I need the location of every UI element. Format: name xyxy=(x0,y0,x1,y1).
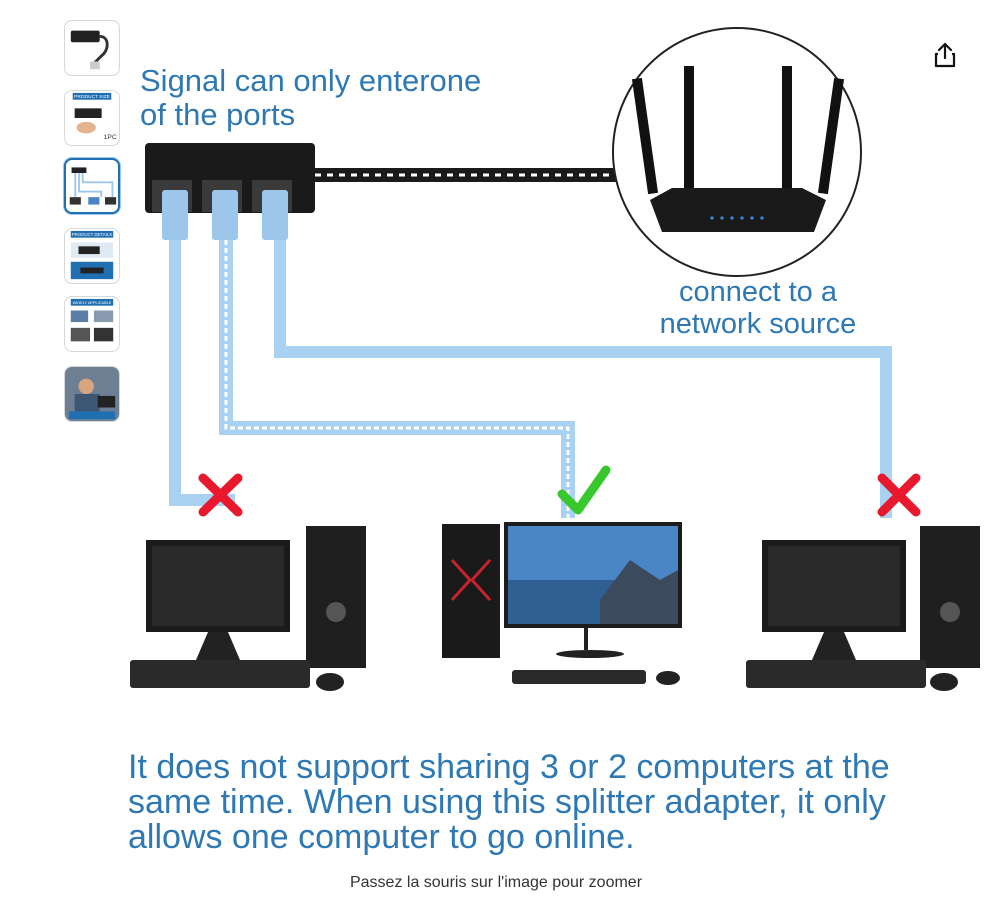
main-product-image[interactable] xyxy=(128,0,988,870)
product-details-thumb-image: PRODUCT DETAILS xyxy=(70,230,114,280)
thumb-badge: PRODUCT SIZE xyxy=(74,94,110,100)
usage-diagram-thumb-image xyxy=(69,167,117,205)
thumb-badge: PRODUCT DETAILS xyxy=(72,232,112,237)
product-size-thumb-image: PRODUCT SIZE 1PC xyxy=(72,92,117,141)
cross-mark-left-icon xyxy=(198,473,243,517)
label-signal-one-port: Signal can only enterone of the ports xyxy=(140,63,482,132)
check-mark-icon xyxy=(557,465,611,515)
thumb-note: 1PC xyxy=(104,134,117,141)
router-illustration xyxy=(612,27,862,277)
widely-applicable-thumb-image: WIDELY APPLICABLE xyxy=(70,298,114,342)
computer-left xyxy=(130,526,366,691)
computer-right xyxy=(746,526,980,691)
thumbnail-1[interactable]: PRODUCT SIZE 1PC xyxy=(64,90,120,146)
thumbnail-0[interactable] xyxy=(64,20,120,76)
cable-adapter-thumb-image xyxy=(70,30,109,70)
thumb-badge: WIDELY APPLICABLE xyxy=(73,301,112,305)
thumbnail-5[interactable] xyxy=(64,366,120,422)
thumbnail-3[interactable]: PRODUCT DETAILS xyxy=(64,228,120,284)
splitter-adapter xyxy=(145,143,620,240)
label-connect-network: connect to a network source xyxy=(659,276,857,340)
share-button[interactable] xyxy=(930,40,960,70)
lifestyle-thumb-image xyxy=(65,367,119,421)
computer-middle xyxy=(442,522,682,685)
thumbnail-4[interactable]: WIDELY APPLICABLE xyxy=(64,296,120,352)
label-not-support-sharing: It does not support sharing 3 or 2 compu… xyxy=(128,748,890,856)
thumbnail-2[interactable] xyxy=(64,158,120,214)
zoom-hint-caption: Passez la souris sur l'image pour zoomer xyxy=(349,874,643,891)
share-icon xyxy=(934,42,956,68)
cross-mark-right-icon xyxy=(877,473,921,517)
